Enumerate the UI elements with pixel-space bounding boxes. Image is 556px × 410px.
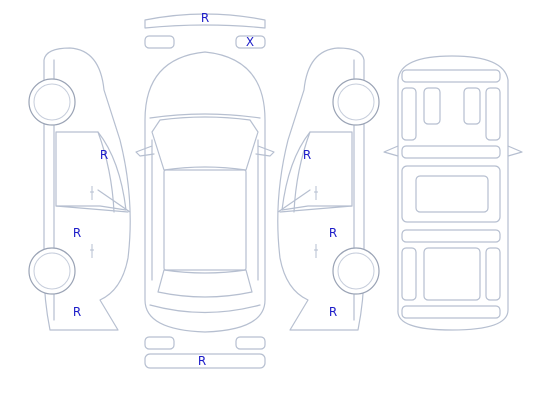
left-front-wheel[interactable]: [28, 78, 76, 126]
left-rear-handle: [90, 244, 94, 258]
right-pillar: [293, 131, 311, 213]
front-left-seat[interactable]: [423, 87, 441, 125]
front-right-pillar-trim: [485, 87, 501, 141]
mark-left-rear-door[interactable]: R: [73, 226, 81, 240]
left-door-line: [97, 189, 131, 213]
roof-panel[interactable]: [163, 169, 247, 271]
rear-right-light[interactable]: [235, 336, 266, 350]
left-rear-wheel[interactable]: [28, 247, 76, 295]
rear-window[interactable]: [157, 269, 253, 298]
roof-strip[interactable]: [144, 13, 266, 29]
front-right-light[interactable]: [235, 35, 266, 49]
right-front-wheel[interactable]: [332, 78, 380, 126]
console-frame[interactable]: [401, 165, 501, 223]
mark-left-rear-quarter[interactable]: R: [73, 305, 81, 319]
right-door-line: [277, 189, 311, 213]
right-rear-wheel[interactable]: [332, 247, 380, 295]
mark-front-mirror[interactable]: X: [246, 35, 254, 49]
front-left-light[interactable]: [144, 35, 175, 49]
car-top-view: [135, 51, 275, 333]
front-bumper-view: [144, 13, 266, 49]
left-window[interactable]: [55, 131, 127, 211]
left-body[interactable]: [43, 47, 131, 331]
mark-right-rear-quarter[interactable]: R: [329, 305, 337, 319]
trunk[interactable]: [149, 304, 261, 314]
middle-trim: [401, 145, 501, 159]
left-interior-mirror: [383, 145, 399, 157]
left-mirror[interactable]: [135, 145, 155, 157]
left-door-split: [55, 205, 129, 213]
top-body[interactable]: [144, 51, 266, 333]
rear-right-pillar-trim: [485, 247, 501, 301]
car-right-side-view: [277, 47, 380, 331]
trunk-floor[interactable]: [401, 305, 501, 319]
right-front-handle: [314, 186, 318, 200]
rear-left-light[interactable]: [144, 336, 175, 350]
right-front-wheel-hub: [337, 83, 375, 121]
hood[interactable]: [149, 113, 261, 119]
mark-left-front-door[interactable]: R: [100, 148, 108, 162]
mark-roof[interactable]: R: [201, 11, 209, 25]
rear-left-pillar-trim: [401, 247, 417, 301]
rear-bumper-view: [144, 336, 266, 369]
right-rear-wheel-hub: [337, 252, 375, 290]
mark-rear-bumper[interactable]: R: [198, 354, 206, 368]
car-interior-view: [383, 55, 523, 331]
right-body[interactable]: [277, 47, 365, 331]
damage-marks: R X R R R R R R R: [73, 11, 337, 368]
rear-bumper[interactable]: [144, 353, 266, 369]
right-interior-mirror: [507, 145, 523, 157]
left-pillar: [97, 131, 115, 213]
right-window[interactable]: [281, 131, 353, 211]
right-door-split: [279, 205, 353, 213]
front-right-seat[interactable]: [463, 87, 481, 125]
rear-bench-seat[interactable]: [423, 247, 481, 301]
right-mirror[interactable]: [255, 145, 275, 157]
center-console[interactable]: [415, 175, 489, 213]
mark-right-rear-door[interactable]: R: [329, 226, 337, 240]
right-rear-handle: [314, 244, 318, 258]
dashboard[interactable]: [401, 69, 501, 83]
rear-trim: [401, 229, 501, 243]
mark-right-front-door[interactable]: R: [303, 148, 311, 162]
front-left-pillar-trim: [401, 87, 417, 141]
left-rear-wheel-hub: [33, 252, 71, 290]
left-front-wheel-hub: [33, 83, 71, 121]
left-front-handle: [90, 186, 94, 200]
interior-body[interactable]: [397, 55, 509, 331]
car-left-side-view: [28, 47, 131, 331]
windshield[interactable]: [151, 116, 259, 171]
